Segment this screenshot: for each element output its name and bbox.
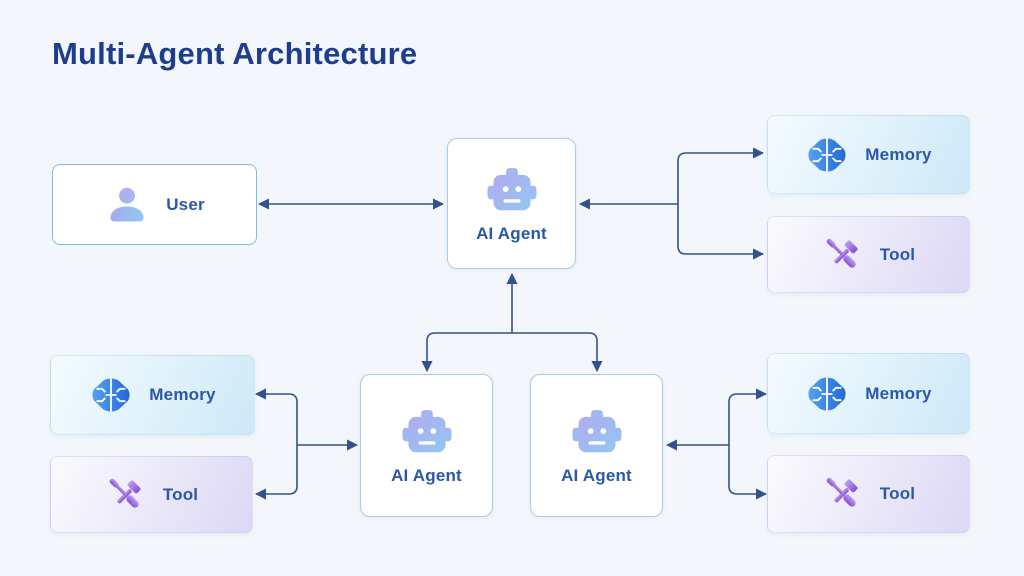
- connector-agent-left-to-memory-tool: [254, 388, 298, 500]
- node-memory-bottom-left: Memory: [50, 355, 255, 435]
- node-agent-left-label: AI Agent: [391, 466, 462, 485]
- brain-icon: [805, 133, 849, 177]
- robot-icon: [400, 405, 454, 459]
- node-tool-bottom-right-label: Tool: [879, 484, 916, 503]
- node-agent-right-label: AI Agent: [561, 466, 632, 485]
- brain-icon: [89, 373, 133, 417]
- robot-icon: [570, 405, 624, 459]
- user-icon: [104, 182, 150, 228]
- node-memory-top-right: Memory: [767, 115, 970, 194]
- connector-agent-to-memory-tool-top-right: [677, 147, 765, 260]
- tools-icon: [822, 234, 864, 276]
- node-tool-top-right: Tool: [767, 216, 970, 293]
- connector-split-to-bottom-agents: [421, 332, 603, 373]
- tools-icon: [105, 474, 147, 516]
- node-agent-left: AI Agent: [360, 374, 493, 517]
- node-memory-bottom-right: Memory: [767, 353, 970, 434]
- node-user: User: [52, 164, 257, 245]
- node-memory-bottom-right-label: Memory: [865, 383, 932, 403]
- brain-icon: [805, 372, 849, 416]
- node-user-label: User: [166, 194, 205, 214]
- robot-icon: [485, 163, 539, 217]
- node-agent-top: AI Agent: [447, 138, 576, 269]
- node-agent-right: AI Agent: [530, 374, 663, 517]
- page-title: Multi-Agent Architecture: [52, 36, 418, 71]
- node-memory-top-right-label: Memory: [865, 144, 932, 164]
- node-tool-top-right-label: Tool: [879, 244, 916, 264]
- node-tool-bottom-left-label: Tool: [162, 484, 199, 504]
- node-tool-bottom-left: Tool: [50, 456, 253, 533]
- node-agent-top-label: AI Agent: [476, 224, 547, 243]
- node-memory-bottom-left-label: Memory: [149, 385, 216, 404]
- connector-agent-right-to-memory-tool: [728, 388, 768, 500]
- node-tool-bottom-right: Tool: [767, 455, 970, 533]
- tools-icon: [822, 473, 864, 515]
